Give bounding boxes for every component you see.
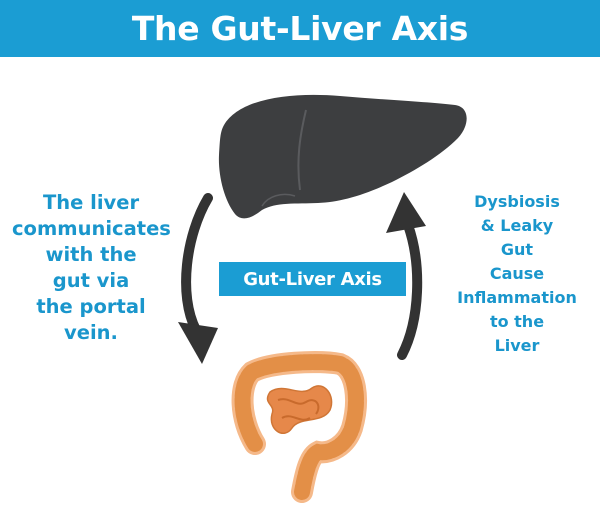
left-caption: The liver communicates with the gut via … — [12, 190, 171, 346]
right-caption-line: Cause — [489, 264, 545, 283]
right-caption-line: Gut — [500, 240, 534, 259]
right-caption-line: Dysbiosis — [474, 192, 560, 211]
right-caption: Dysbiosis & Leaky Gut Cause Inflammation… — [448, 190, 586, 358]
right-caption-line: to the — [489, 312, 545, 331]
left-caption-line: The liver — [42, 191, 140, 214]
liver-illustration — [218, 94, 467, 219]
left-caption-line: the portal — [36, 295, 146, 318]
left-caption-line: communicates — [12, 217, 171, 240]
cycle-arrow-up — [386, 192, 426, 360]
left-caption-line: vein. — [64, 321, 118, 344]
center-axis-label: Gut-Liver Axis — [219, 262, 406, 296]
right-caption-line: Inflammation — [457, 288, 577, 307]
right-caption-line: & Leaky — [480, 216, 554, 235]
page-title: The Gut-Liver Axis — [131, 9, 469, 48]
right-caption-line: Liver — [494, 336, 540, 355]
left-caption-line: gut via — [52, 269, 130, 292]
intestine-illustration — [231, 351, 367, 503]
center-axis-label-text: Gut-Liver Axis — [243, 268, 382, 290]
title-banner: The Gut-Liver Axis — [0, 0, 600, 57]
left-caption-line: with the — [45, 243, 137, 266]
cycle-arrow-down — [178, 193, 218, 364]
